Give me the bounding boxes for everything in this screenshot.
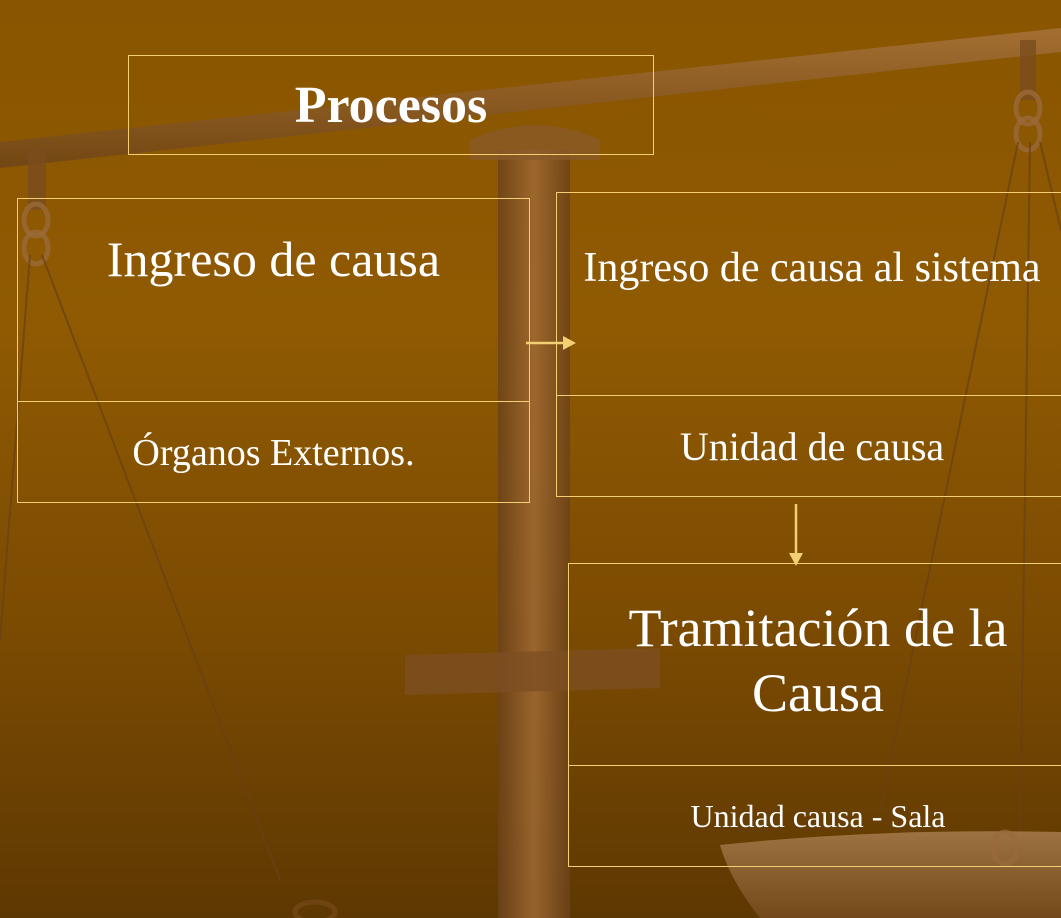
- box-divider: [557, 395, 1061, 396]
- process-box-intake: Ingreso de causa Órganos Externos.: [17, 198, 530, 503]
- scale-right-pan: [720, 831, 1061, 918]
- arrow-down-icon: [789, 504, 803, 566]
- process-detail-system-entry: Unidad de causa: [679, 424, 945, 469]
- box-divider: [569, 765, 1061, 766]
- process-heading-intake: Ingreso de causa: [106, 231, 441, 287]
- scale-lower-bar: [405, 648, 660, 695]
- scale-post: [498, 150, 570, 918]
- arrow-right-icon: [526, 336, 576, 350]
- box-divider: [18, 401, 529, 402]
- process-heading-system-entry: Ingreso de causa al sistema: [583, 244, 1041, 291]
- process-detail-intake: Órganos Externos.: [132, 431, 415, 474]
- process-detail-processing: Unidad causa - Sala: [690, 798, 946, 834]
- process-heading-processing: Tramitación de la Causa: [628, 598, 1008, 723]
- process-box-processing: Tramitación de la Causa Unidad causa - S…: [568, 563, 1061, 867]
- process-box-system-entry: Ingreso de causa al sistema Unidad de ca…: [556, 192, 1061, 497]
- title-box: Procesos: [128, 55, 654, 155]
- scale-beam: [0, 28, 1061, 168]
- slide-title: Procesos: [294, 76, 488, 134]
